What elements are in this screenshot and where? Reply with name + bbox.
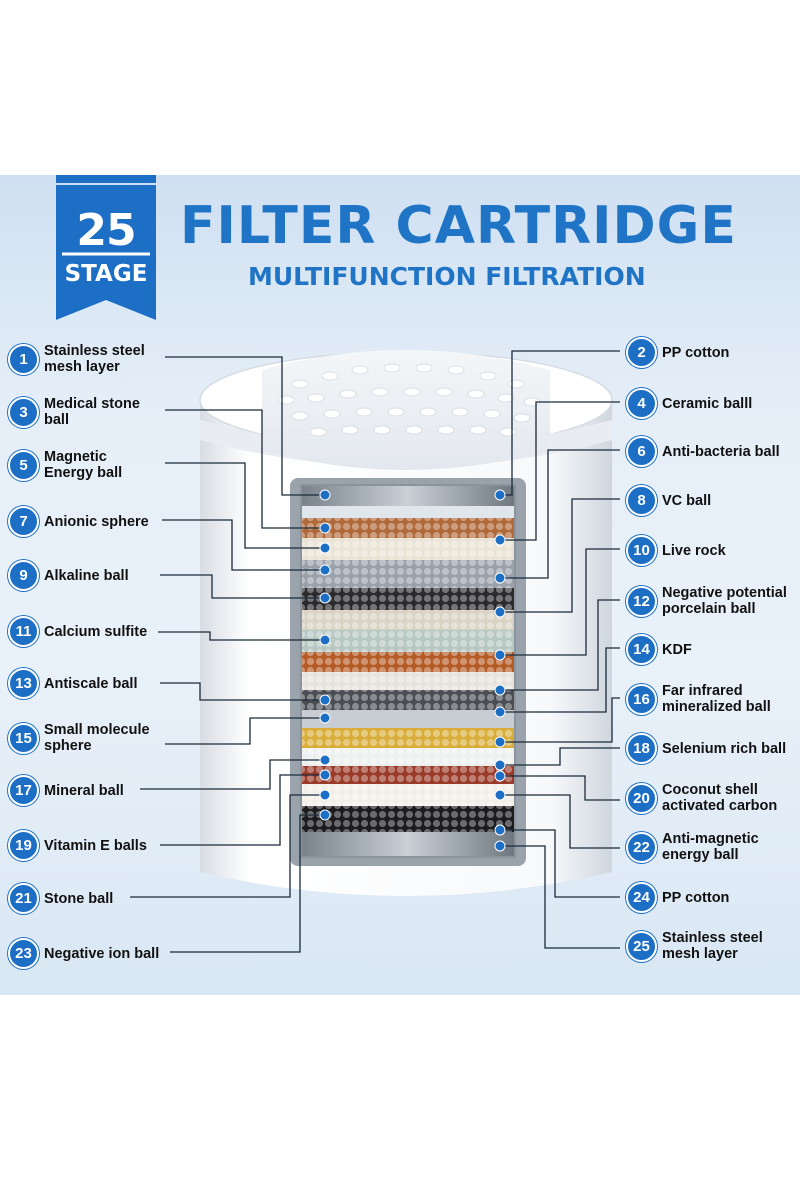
label-line1: Stainless steel [44, 343, 145, 359]
label-line1: Medical stone [44, 396, 140, 412]
stage-number: 23 [8, 938, 39, 969]
stage-number: 7 [8, 506, 39, 537]
label-stage-18: 18 Selenium rich ball [626, 733, 786, 764]
stage-number: 11 [8, 616, 39, 647]
label-line1: KDF [662, 641, 692, 658]
stage-number: 15 [8, 722, 39, 754]
label-stage-17: 17 Mineral ball [8, 775, 124, 806]
stage-number: 24 [626, 882, 657, 913]
label-line1: Ceramic balll [662, 395, 753, 412]
badge-ribbon [56, 175, 156, 320]
stage-number: 17 [8, 775, 39, 806]
badge-number: 25 [76, 205, 136, 256]
label-line1: Far infrared [662, 683, 743, 699]
leader-lines-left [130, 356, 325, 953]
label-line1: Negative ion ball [44, 945, 160, 962]
label-line2: porcelain ball [662, 601, 756, 617]
stage-number: 14 [626, 634, 657, 665]
label-stage-10: 10 Live rock [626, 535, 726, 566]
stage-number: 21 [8, 883, 39, 914]
label-line1: Stone ball [44, 890, 114, 907]
label-line1: Magnetic [44, 449, 107, 465]
label-line2: mineralized ball [662, 699, 771, 715]
label-line2: Energy ball [44, 465, 123, 481]
label-line1: Selenium rich ball [662, 740, 787, 757]
page-subtitle: MULTIFUNCTION FILTRATION [248, 262, 646, 291]
leader-endpoint-dots [319, 489, 506, 852]
leader-lines-right [500, 350, 620, 949]
label-line1: Calcium sulfite [44, 623, 148, 640]
stage-badge: 25 STAGE [56, 175, 156, 321]
label-line1: Vitamin E balls [44, 837, 147, 854]
label-line1: VC ball [662, 492, 712, 509]
stage-number: 2 [626, 337, 657, 368]
stage-number: 3 [8, 396, 39, 428]
stage-number: 19 [8, 830, 39, 861]
label-line2: mesh layer [44, 359, 120, 375]
filter-media-layers [302, 486, 514, 856]
badge-word: STAGE [64, 261, 148, 287]
label-line1: Small molecule [44, 722, 150, 738]
stage-number: 8 [626, 485, 657, 516]
label-stage-9: 9 Alkaline ball [8, 560, 129, 591]
label-stage-4: 4 Ceramic balll [626, 388, 752, 419]
label-line1: Mineral ball [44, 782, 124, 799]
stage-number: 13 [8, 668, 39, 699]
label-line1: Anti-magnetic [662, 831, 759, 847]
stage-number: 18 [626, 733, 657, 764]
stage-number: 22 [626, 831, 657, 863]
label-line1: Anionic sphere [44, 513, 149, 530]
label-stage-8: 8 VC ball [626, 485, 711, 516]
label-stage-7: 7 Anionic sphere [8, 506, 149, 537]
label-line1: Anti-bacteria ball [662, 443, 780, 460]
label-line1: Live rock [662, 542, 726, 559]
label-stage-13: 13 Antiscale ball [8, 668, 137, 699]
label-stage-14: 14 KDF [626, 634, 692, 665]
stage-number: 20 [626, 782, 657, 814]
label-line2: energy ball [662, 847, 739, 863]
label-line1: Alkaline ball [44, 567, 129, 584]
stage-number: 12 [626, 585, 657, 617]
stage-number: 6 [626, 436, 657, 467]
label-line1: Coconut shell [662, 782, 758, 798]
stage-number: 25 [626, 930, 657, 962]
label-stage-2: 2 PP cotton [626, 337, 729, 368]
label-line1: Negative potential [662, 585, 787, 601]
label-stage-23: 23 Negative ion ball [8, 938, 159, 969]
stage-number: 10 [626, 535, 657, 566]
page-title: FILTER CARTRIDGE [180, 196, 737, 256]
label-line1: PP cotton [662, 344, 730, 361]
label-line1: PP cotton [662, 889, 730, 906]
label-stage-6: 6 Anti-bacteria ball [626, 436, 780, 467]
stage-number: 9 [8, 560, 39, 591]
label-line2: ball [44, 412, 69, 428]
label-line2: sphere [44, 738, 92, 754]
label-stage-11: 11 Calcium sulfite [8, 616, 147, 647]
label-stage-21: 21 Stone ball [8, 883, 113, 914]
stage-number: 16 [626, 683, 657, 715]
label-line1: Antiscale ball [44, 675, 138, 692]
stage-number: 4 [626, 388, 657, 419]
label-line2: activated carbon [662, 798, 778, 814]
label-stage-24: 24 PP cotton [626, 882, 729, 913]
stage-number: 5 [8, 449, 39, 481]
label-line1: Stainless steel [662, 930, 763, 946]
label-stage-19: 19 Vitamin E balls [8, 830, 147, 861]
stage-number: 1 [8, 343, 39, 375]
label-line2: mesh layer [662, 946, 738, 962]
